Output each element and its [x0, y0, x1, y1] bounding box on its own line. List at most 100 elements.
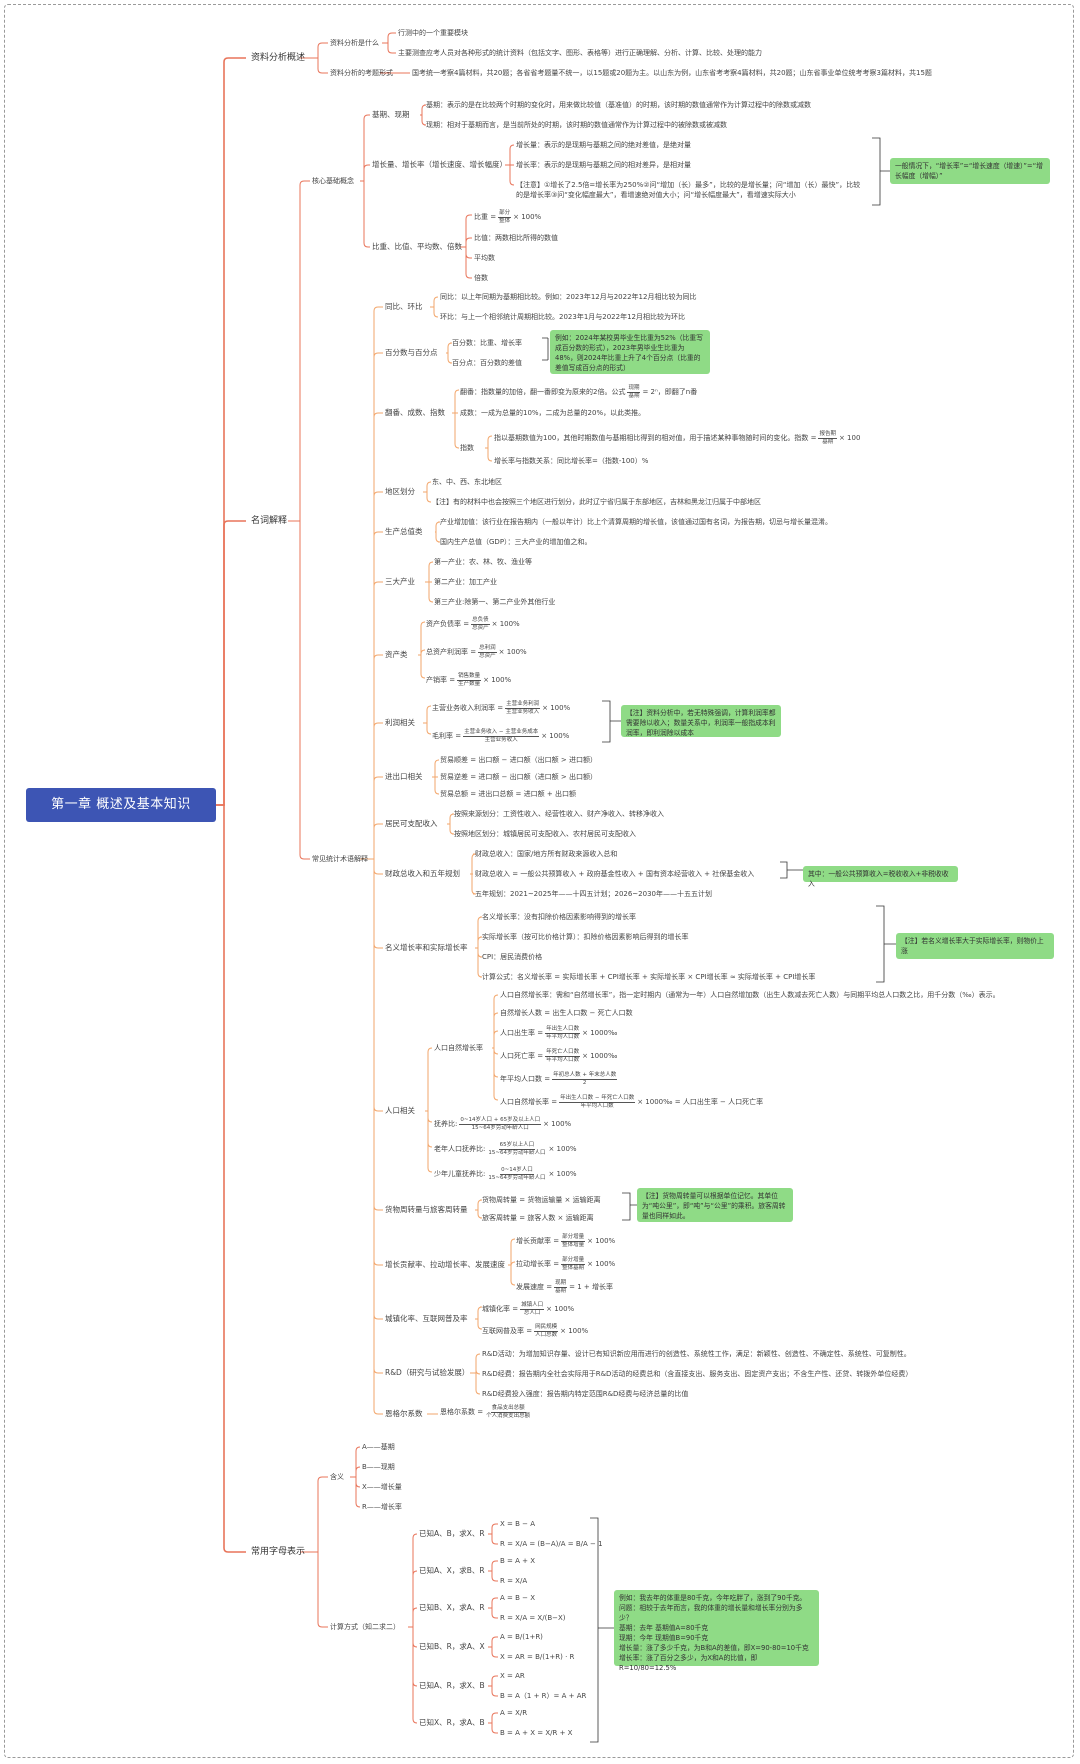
term-nominal-real[interactable]: 名义增长率和实际增长率	[385, 943, 468, 952]
node-core-concepts[interactable]: 核心基础概念	[312, 177, 354, 185]
leaf-rd-intensity: R&D经费投入强度：报告期内特定范围R&D经费与经济总量的比值	[482, 1390, 689, 1398]
leaf-income-source: 按照来源划分：工资性收入、经营性收入、财产净收入、转移净收入	[454, 810, 664, 818]
leaf-average: 平均数	[474, 254, 495, 262]
term-double-index[interactable]: 翻番、成数、指数	[385, 408, 445, 417]
leaf-index-label: 指数	[460, 444, 474, 452]
term-fiscal[interactable]: 财政总收入和五年规划	[385, 869, 460, 878]
page-frame	[4, 4, 1074, 1758]
leaf-deficit: 贸易逆差 = 进口额 − 出口额（进口额 > 出口额）	[440, 773, 597, 781]
term-gdp[interactable]: 生产总值类	[385, 527, 423, 536]
leaf-contribution-rate: 增长贡献率 =部分增量整体增量× 100%	[516, 1234, 616, 1248]
leaf-double: 翻番：指数量的加倍，翻一番即变为原来的2倍。公式现期基期= 2ⁿ，即翻了n番	[460, 385, 698, 399]
leaf-letter-a: A——基期	[362, 1443, 395, 1451]
leaf-ability: 主要测查应考人员对各种形式的统计资料（包括文字、图形、表格等）进行正确理解、分析…	[398, 49, 762, 57]
term-rd[interactable]: R&D（研究与试验发展）	[385, 1368, 470, 1377]
leaf-pull-rate: 拉动增长率 =部分增量整体基期× 100%	[516, 1257, 616, 1271]
calc-bx-a: A = B − X	[500, 1594, 536, 1602]
term-import-export[interactable]: 进出口相关	[385, 772, 423, 781]
calc-br[interactable]: 已知B、R，求A、X	[419, 1642, 485, 1651]
calc-bx-r: R = X/A = X/(B−X)	[500, 1614, 566, 1622]
node-meaning[interactable]: 含义	[330, 1473, 344, 1481]
leaf-asset-profit: 总资产利润率 =总利润总资产× 100%	[426, 645, 527, 659]
node-calc[interactable]: 计算方式（知二求二）	[330, 1623, 400, 1631]
leaf-birth-rate: 人口出生率 =年出生人口数年平均人口数× 1000‰	[500, 1026, 618, 1040]
leaf-letter-r: R——增长率	[362, 1503, 402, 1511]
node-natural-growth[interactable]: 人口自然增长率	[434, 1044, 483, 1052]
calc-bx[interactable]: 已知B、X，求A、R	[419, 1603, 485, 1612]
leaf-tertiary: 第三产业:除第一、第二产业外其他行业	[434, 598, 556, 606]
leaf-multiple: 倍数	[474, 274, 488, 282]
branch-overview[interactable]: 资料分析概述	[251, 53, 306, 63]
calc-ar[interactable]: 已知A、R，求X、B	[419, 1681, 485, 1690]
leaf-natural-def: 人口自然增长率：需和“自然增长率”，指一定时期内（通常为一年）人口自然增加数（出…	[500, 991, 1000, 999]
node-exam-form[interactable]: 资料分析的考题形式	[330, 69, 393, 77]
leaf-debt-ratio: 资产负债率 =总负债总资产× 100%	[426, 617, 520, 631]
node-growth[interactable]: 增长量、增长率（增长速度、增长幅度）	[372, 160, 507, 169]
leaf-cargo-turnover: 货物周转量 = 货物运输量 × 运输距离	[482, 1196, 601, 1204]
leaf-module: 行测中的一个重要模块	[398, 29, 468, 37]
node-stat-terms[interactable]: 常见统计术语解释	[312, 855, 368, 863]
leaf-added-value: 产业增加值：该行业在报告期内（一般以年计）比上个清算周期的增长值，该值通过国有名…	[440, 518, 832, 526]
term-disposable-income[interactable]: 居民可支配收入	[385, 819, 438, 828]
term-assets[interactable]: 资产类	[385, 650, 408, 659]
leaf-percent: 百分数：比重、增长率	[452, 339, 522, 347]
node-what-is[interactable]: 资料分析是什么	[330, 39, 379, 47]
node-ratio[interactable]: 比重、比值、平均数、倍数	[372, 242, 462, 251]
term-regions[interactable]: 地区划分	[385, 487, 415, 496]
root-node[interactable]: 第一章 概述及基本知识	[26, 788, 216, 822]
leaf-proportion: 比重 =部分整体× 100%	[474, 210, 542, 224]
branch-terms[interactable]: 名词解释	[251, 516, 288, 526]
calc-ar-x: X = AR	[500, 1672, 525, 1680]
leaf-cpi: CPI：居民消费价格	[482, 953, 543, 961]
calc-ax-r: R = X/A	[500, 1577, 528, 1585]
leaf-index-def: 指以基期数值为100，其他时期数值与基期相比得到的相对值，用于描述某种事物随时间…	[494, 431, 861, 445]
calc-br-a: A = B/(1+R)	[500, 1633, 543, 1641]
leaf-mom: 环比：与上一个相邻统计周期相比较。2023年1月与2022年12月相比较为环比	[440, 313, 685, 321]
leaf-regions-four: 东、中、西、东北地区	[432, 478, 502, 486]
leaf-gdp: 国内生产总值（GDP）：三大产业的增加值之和。	[440, 538, 592, 546]
leaf-real: 实际增长率（按可比价格计算）：扣除价格因素影响后得到的增长率	[482, 933, 689, 941]
leaf-five-year: 五年规划：2021~2025年——十四五计划；2026~2030年——十五五计划	[475, 890, 712, 898]
leaf-trade-total: 贸易总额 = 进出口总额 = 进口额 + 出口额	[440, 790, 576, 798]
leaf-nominal-formula: 计算公式：名义增长率 = 实际增长率 + CPI增长率 + 实际增长率 × CP…	[482, 973, 816, 981]
term-engel[interactable]: 恩格尔系数	[385, 1409, 423, 1418]
term-population[interactable]: 人口相关	[385, 1106, 415, 1115]
leaf-secondary: 第二产业：加工产业	[434, 578, 497, 586]
leaf-index-relation: 增长率与指数关系：同比增长率=（指数-100）%	[494, 457, 649, 465]
calc-ax[interactable]: 已知A、X，求B、R	[419, 1566, 485, 1575]
calc-xr-b: B = A + X = X/R + X	[500, 1729, 573, 1737]
calc-ar-b: B = A（1 + R）= A + AR	[500, 1692, 587, 1700]
leaf-urbanization: 城镇化率 =城镇人口总人口× 100%	[482, 1302, 575, 1316]
leaf-surplus: 贸易顺差 = 出口额 − 进口额（出口额 > 进口额）	[440, 756, 597, 764]
leaf-primary: 第一产业：农、林、牧、渔业等	[434, 558, 532, 566]
leaf-tenth: 成数：一成为总量的10%，二成为总量的20%，以此类推。	[460, 409, 646, 417]
calc-ab-r: R = X/A = (B−A)/A = B/A − 1	[500, 1540, 603, 1548]
term-profit[interactable]: 利润相关	[385, 718, 415, 727]
term-turnover[interactable]: 货物周转量与旅客周转量	[385, 1205, 468, 1214]
calc-xr-a: A = X/R	[500, 1709, 528, 1717]
leaf-growth-notice: 【注意】①增长了2.5倍=增长率为250%②问“增加（长）最多”，比较的是增长量…	[516, 181, 861, 199]
leaf-letter-b: B——现期	[362, 1463, 395, 1471]
leaf-rd-activity: R&D活动：为增加知识存量、设计已有知识新应用而进行的创造性、系统性工作，满足：…	[482, 1350, 911, 1358]
note-nominal: 【注】若名义增长率大于实际增长率，则物价上涨	[896, 933, 1054, 959]
term-industries[interactable]: 三大产业	[385, 577, 415, 586]
note-percent: 例如：2024年某校男毕业生比重为52%（比重写成百分数的形式），2023年男毕…	[550, 330, 710, 374]
leaf-sales-ratio: 产销率 =销售数量生产数量× 100%	[426, 673, 512, 687]
note-example: 例如：我去年的体重是80千克，今年吃胖了，涨到了90千克。 问题：相较于去年而言…	[614, 1590, 819, 1672]
node-base-current[interactable]: 基期、现期	[372, 110, 410, 119]
calc-xr[interactable]: 已知X、R，求A、B	[419, 1718, 485, 1727]
term-percent[interactable]: 百分数与百分点	[385, 348, 438, 357]
calc-br-x: X = AR = B/(1+R) · R	[500, 1653, 575, 1661]
leaf-gross-margin: 毛利率 =主营业务收入 − 主营业务成本主营业务收入× 100%	[432, 729, 570, 743]
leaf-growth-rate: 增长率：表示的是现期与基期之间的相对差异，是相对量	[516, 161, 691, 169]
calc-ab[interactable]: 已知A、B，求X、R	[419, 1529, 485, 1538]
branch-letters[interactable]: 常用字母表示	[251, 1547, 306, 1557]
leaf-internet-rate: 互联网普及率 =网民规模人口总数× 100%	[482, 1324, 589, 1338]
leaf-natural-count: 自然增长人数 = 出生人口数 − 死亡人口数	[500, 1009, 633, 1017]
term-urbanization[interactable]: 城镇化率、互联网普及率	[385, 1314, 468, 1323]
term-contribution[interactable]: 增长贡献率、拉动增长率、发展速度	[385, 1260, 505, 1269]
term-yoy-mom[interactable]: 同比、环比	[385, 302, 423, 311]
